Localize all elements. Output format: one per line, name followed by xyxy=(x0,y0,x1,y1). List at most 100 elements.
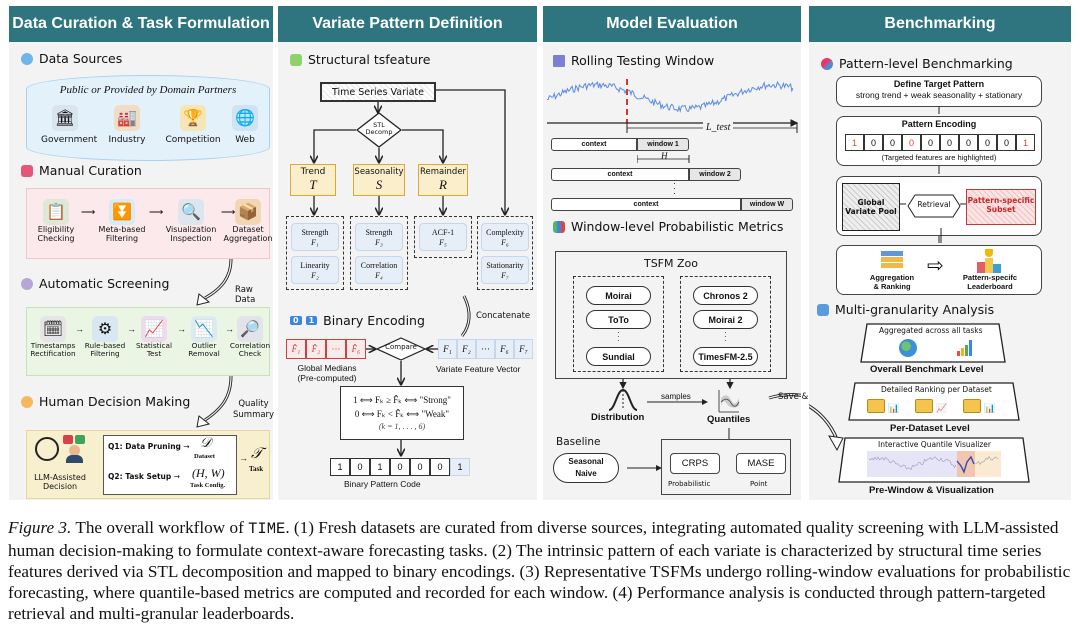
q1-row: Q1: Data Pruning → xyxy=(108,442,190,451)
encoding-cell: 0 xyxy=(883,134,902,151)
concatenate-label: Concatenate xyxy=(476,311,531,321)
section-rolling-window: Rolling Testing Window xyxy=(553,53,714,68)
section-title: Data Sources xyxy=(39,51,123,66)
section-title: Automatic Screening xyxy=(39,276,170,291)
tsfm-zoo-title: TSFM Zoo xyxy=(643,257,698,270)
rule-weak: 0 ⟺ Fₖ < F̂ₖ ⟺ "Weak" xyxy=(354,409,450,419)
component-trend: Trend T xyxy=(290,164,336,196)
source-label: Industry xyxy=(108,135,146,145)
encoding-cell: 0 xyxy=(921,134,940,151)
gear-icon xyxy=(21,277,33,290)
section-data-sources: Data Sources xyxy=(21,51,122,66)
component-remainder: Remainder R xyxy=(418,164,468,196)
encoding-cell: 0 xyxy=(864,134,883,151)
model-sundial: Sundial xyxy=(586,347,651,366)
government-building-icon: 🏛 xyxy=(52,105,78,131)
component-symbol: T xyxy=(309,177,317,192)
q2-row: Q2: Task Setup → xyxy=(108,472,180,481)
window-caption: Interactive Quantile Visualizer xyxy=(878,440,992,449)
arrow-icon: ⟶ xyxy=(221,207,236,218)
binary-code-cell: 0 xyxy=(390,458,410,476)
seasonality-feature-group xyxy=(350,216,408,290)
model-chronos-2: Chronos 2 xyxy=(693,286,758,305)
median-cell: F̂₂ xyxy=(306,339,326,359)
task-config-symbol: (H, W) xyxy=(192,466,225,480)
outlier-spike-icon: 📉 xyxy=(191,316,217,342)
chart-icon: 📈 xyxy=(936,403,948,413)
source-competition: 🏆 Competition xyxy=(163,105,223,145)
dataset-caption: Detailed Ranking per Dataset xyxy=(881,385,992,394)
save-load-label: Save & Load xyxy=(778,392,832,402)
crps-metric: CRPS xyxy=(670,453,720,474)
caption-name: TIME xyxy=(248,520,286,538)
samples-label: samples xyxy=(661,392,691,401)
binary-code-cell: 0 xyxy=(350,458,370,476)
metrics-box: CRPS Probabilistic MASE Point xyxy=(661,439,791,495)
time-series-line xyxy=(547,80,794,113)
encoding-cell: 0 xyxy=(978,134,997,151)
llm-logo-icon xyxy=(35,437,59,461)
encoding-note: (Targeted features are highlighted) xyxy=(881,153,997,162)
section-title: Binary Encoding xyxy=(323,313,425,328)
arrow-icon: → xyxy=(239,453,248,463)
visualizer-forecast xyxy=(956,455,975,474)
raw-data-label: Raw Data xyxy=(235,285,256,305)
context-bar: context xyxy=(551,138,637,151)
section-title: Manual Curation xyxy=(39,163,142,178)
data-sources-banner: Public or Provided by Domain Partners xyxy=(59,84,237,96)
data-sources-cylinder: Public or Provided by Domain Partners 🏛 … xyxy=(26,75,270,161)
context-bar: context xyxy=(551,168,689,181)
film-strip-icon xyxy=(553,54,565,67)
filter-gear-icon: ⚙ xyxy=(92,316,118,342)
arrow-icon: ⟶ xyxy=(81,207,96,218)
left-model-group xyxy=(573,276,664,372)
podium-trophy-icon xyxy=(977,249,1001,273)
component-name: Trend xyxy=(300,167,326,177)
ranking-list-icon xyxy=(881,250,903,272)
toolbox-icon xyxy=(21,164,33,177)
model-moirai-2: Moirai 2 xyxy=(693,310,758,329)
source-industry: 🏭 Industry xyxy=(103,105,151,145)
encoding-rule-box: 1 ⟺ Fₖ ≥ F̂ₖ ⟺ "Strong" 0 ⟺ Fₖ < F̂ₖ ⟺ "… xyxy=(340,386,464,440)
encoding-title: Pattern Encoding xyxy=(901,119,977,129)
retrieval-diamond: Retrieval xyxy=(907,194,961,218)
bar-chart-icon xyxy=(817,303,829,316)
bar-chart-icon xyxy=(553,220,565,233)
human-reviewer-icon xyxy=(63,435,87,463)
tsfm-zoo-box: TSFM Zoo Moirai ToTo ··· Sundial Chronos… xyxy=(555,251,787,379)
caption-lead: Figure 3. xyxy=(8,518,72,537)
section-title: Multi-granularity Analysis xyxy=(835,302,995,317)
distribution-chart-icon: 📈 xyxy=(141,316,167,342)
median-cell: ··· xyxy=(326,339,346,359)
component-name: Seasonality xyxy=(354,167,404,177)
aggregation-label: Aggregation& Ranking xyxy=(869,273,915,291)
horizon-span xyxy=(637,155,690,163)
panel-title: Data Curation & Task Formulation xyxy=(9,6,273,42)
l-test-label: L_test xyxy=(703,122,734,133)
distribution-label: Distribution xyxy=(591,412,645,423)
panel-title: Benchmarking xyxy=(809,6,1071,42)
folder-icon xyxy=(867,399,885,413)
binary-code-cell: 0 xyxy=(430,458,450,476)
source-government: 🏛 Government xyxy=(41,105,98,145)
section-human-decision: Human Decision Making xyxy=(21,394,190,409)
industry-worker-icon: 🏭 xyxy=(114,105,140,131)
source-label: Government xyxy=(41,135,98,145)
quantiles-label: Quantiles xyxy=(707,414,751,425)
dataset-level-label: Per-Dataset Level xyxy=(890,423,970,434)
component-symbol: R xyxy=(439,177,447,192)
arrow-icon: → xyxy=(75,324,84,334)
section-binary-encoding: 0 1 Binary Encoding xyxy=(290,313,425,328)
dataset-folder-2: 📈 xyxy=(915,399,947,413)
